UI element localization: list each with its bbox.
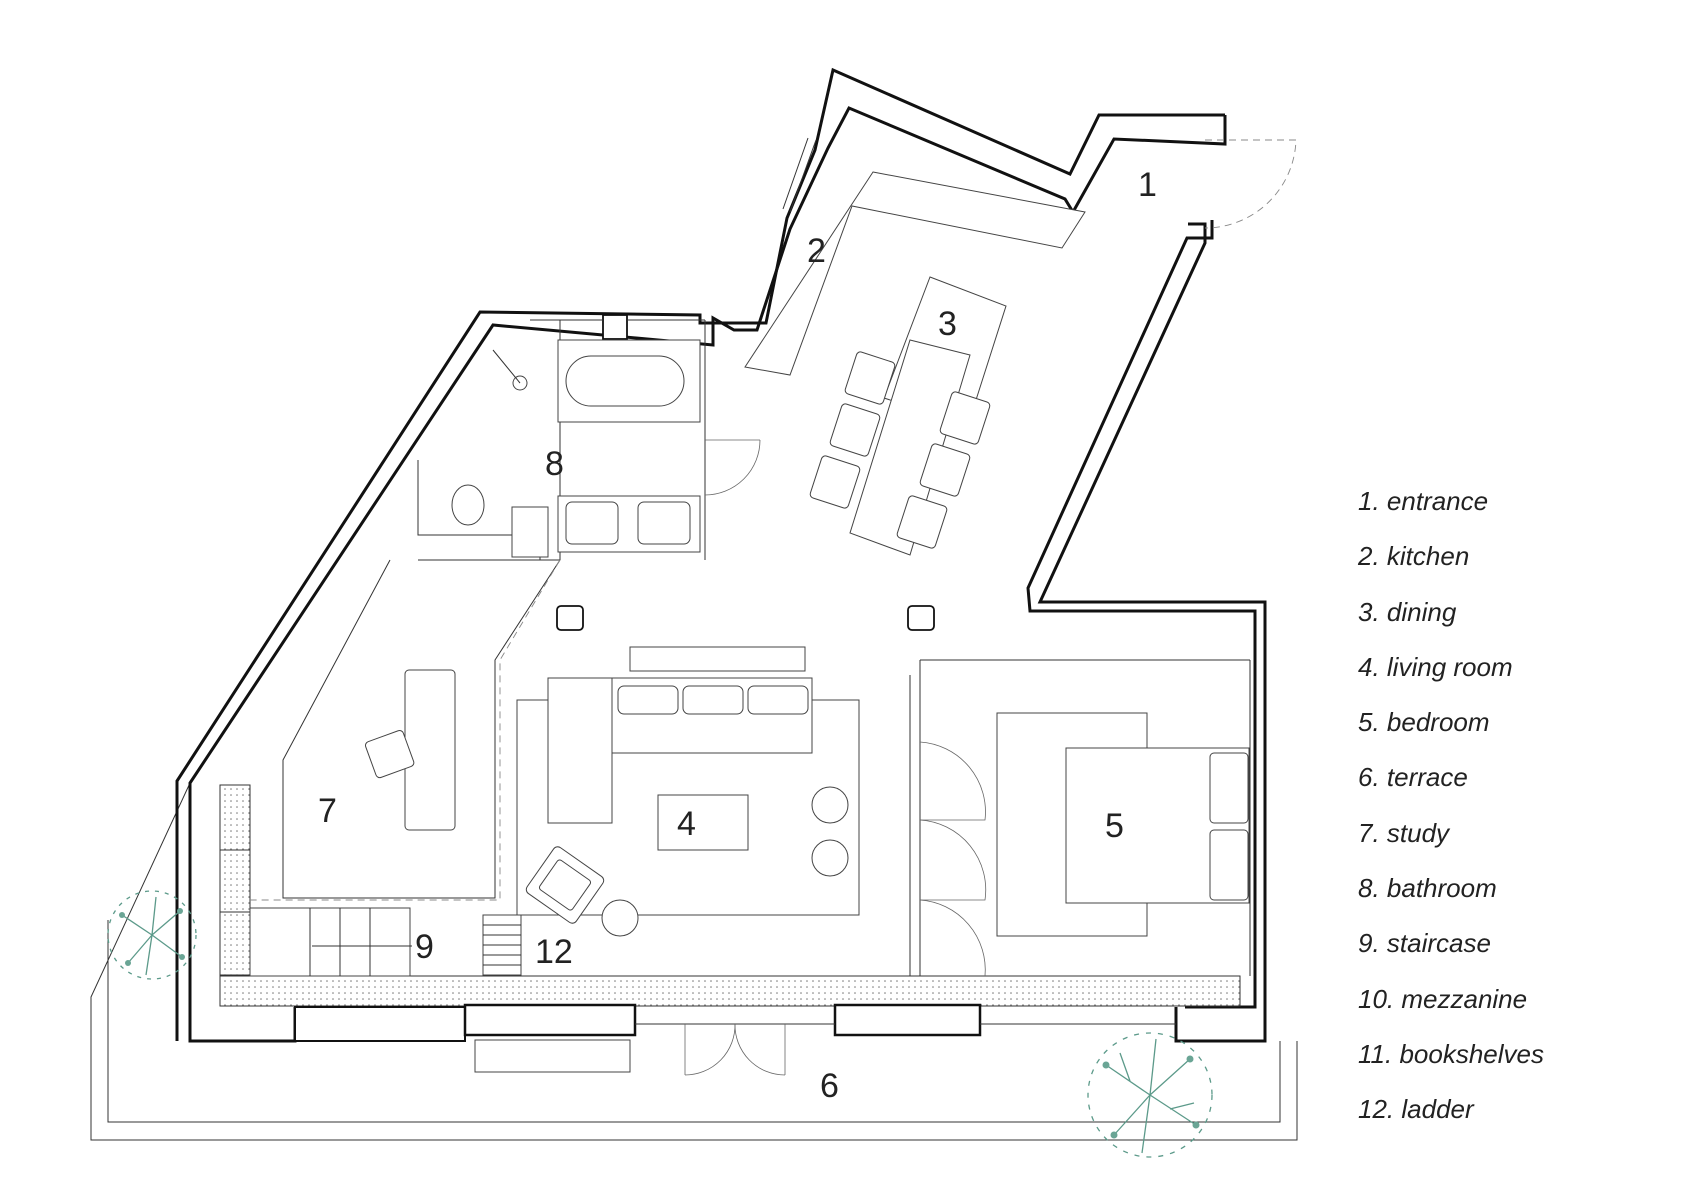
legend-item-terrace: 6. terrace xyxy=(1358,762,1468,793)
chair xyxy=(919,443,971,497)
legend-item-mezzanine: 10. mezzanine xyxy=(1358,983,1528,1014)
chair xyxy=(896,495,948,549)
bookshelves xyxy=(219,784,251,976)
room-number-7: 7 xyxy=(318,792,337,830)
room-number-4: 4 xyxy=(677,805,696,843)
armchair xyxy=(525,846,605,924)
chair xyxy=(364,729,415,779)
legend-item-ladder: 12. ladder xyxy=(1358,1094,1474,1125)
room-number-6: 6 xyxy=(820,1067,839,1105)
room-number-2: 2 xyxy=(807,232,826,270)
room-number-1: 1 xyxy=(1138,166,1157,204)
legend-item-bathroom: 8. bathroom xyxy=(1358,873,1497,904)
room-labels: 1 2 3 4 5 6 7 8 9 12 xyxy=(318,166,1157,1105)
ladder xyxy=(482,914,522,976)
kitchen-windows xyxy=(530,137,817,340)
legend-item-entrance: 1. entrance xyxy=(1358,486,1489,516)
bedroom xyxy=(909,659,1251,977)
legend: 1. entrance 2. kitchen 3. dining 4. livi… xyxy=(1358,486,1688,1150)
room-number-9: 9 xyxy=(415,928,434,966)
legend-item-bookshelves: 11. bookshelves xyxy=(1358,1038,1544,1069)
chair xyxy=(829,403,881,457)
pillars xyxy=(556,605,935,631)
tree-icon xyxy=(1087,1032,1213,1158)
chair xyxy=(809,455,861,509)
kitchen-counter xyxy=(744,171,1086,376)
south-wall xyxy=(219,975,1241,1076)
room-number-5: 5 xyxy=(1105,807,1124,845)
tree-icon xyxy=(107,890,197,980)
legend-item-living-room: 4. living room xyxy=(1358,651,1513,682)
legend-item-kitchen: 2. kitchen xyxy=(1358,541,1470,572)
legend-item-bedroom: 5. bedroom xyxy=(1358,707,1490,738)
chair xyxy=(844,351,896,405)
legend-item-staircase: 9. staircase xyxy=(1358,928,1491,959)
legend-item-study: 7. study xyxy=(1358,817,1450,848)
staircase xyxy=(249,907,412,977)
exterior-walls xyxy=(175,67,1267,1043)
room-number-3: 3 xyxy=(938,305,957,343)
chair xyxy=(939,391,991,445)
dining-set xyxy=(809,276,1007,556)
living-room xyxy=(516,646,860,937)
entrance-door xyxy=(1204,139,1297,229)
room-number-8: 8 xyxy=(545,445,564,483)
bathroom xyxy=(417,320,761,561)
room-number-12: 12 xyxy=(535,933,573,971)
study xyxy=(250,559,561,901)
legend-item-dining: 3. dining xyxy=(1358,596,1457,627)
terrace-outline xyxy=(90,782,1298,1141)
